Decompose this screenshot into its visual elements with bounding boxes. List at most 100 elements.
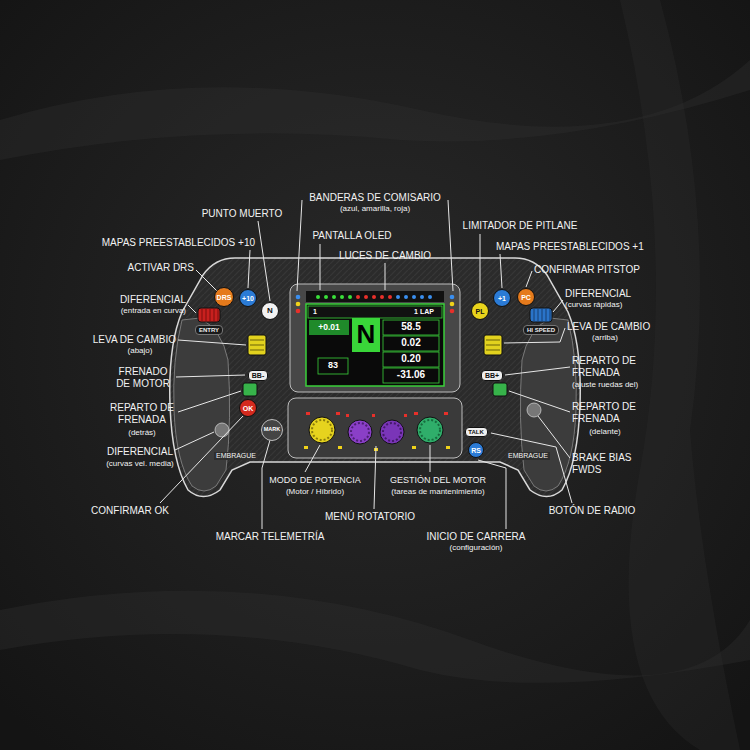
leader-line [176, 375, 245, 377]
callout-note: (tareas de mantenimiento) [391, 487, 484, 497]
callout-label: INICIO DE CARRERA [427, 531, 526, 543]
race-start-button: RS [468, 442, 484, 458]
callout-label: MAPAS PREESTABLECIDOS +10 [102, 237, 255, 249]
leader-line [509, 391, 570, 412]
flag-light [296, 302, 301, 307]
knob-tag: HI SPEED [523, 325, 559, 335]
flag-light [296, 309, 301, 314]
leader-line [448, 200, 453, 291]
callout-label: ACTIVAR DRS [128, 262, 195, 274]
button-text: +1 [498, 295, 506, 302]
callout-label: DIFERENCIAL [565, 288, 631, 300]
engine-brake-button [243, 383, 257, 396]
button-text: HI SPEED [527, 327, 555, 333]
callout-label: CONFIRMAR PITSTOP [534, 264, 640, 276]
ok-button: OK [239, 399, 257, 417]
screen-cell [383, 352, 439, 367]
brake-balance-button [493, 383, 507, 396]
clutch-label: EMBRAGUE [214, 452, 258, 460]
leader-line [374, 446, 376, 509]
callout-label: MAPAS PREESTABLECIDOS +1 [496, 241, 644, 253]
shift-lights-blue [396, 295, 432, 299]
paddle-ridges [250, 340, 264, 350]
display-value: 0.02 [401, 338, 420, 348]
callout-label: DIFERENCIAL [107, 446, 173, 458]
callout-note: (azul, amarilla, roja) [340, 204, 410, 214]
display-value: 83 [328, 361, 338, 370]
preset-button: +1 [493, 289, 511, 307]
callout-label: LIMITADOR DE PITLANE [463, 220, 578, 232]
right-differential-knob [530, 308, 552, 322]
callout-label: LEVA DE CAMBIO [567, 321, 650, 333]
callout-label: MODO DE POTENCIA [269, 475, 361, 486]
leader-line [553, 300, 563, 312]
oled-screen [306, 304, 444, 386]
preset-button: +10 [239, 289, 257, 307]
shift-lights-red [356, 295, 392, 299]
button-text: RS [471, 447, 481, 454]
callout-label: GESTIÓN DEL MOTOR [390, 475, 486, 486]
display-value: 0.20 [401, 354, 420, 364]
dial-marks [306, 412, 448, 417]
brake-bias-button: BB+ [481, 370, 503, 381]
screen-header [308, 306, 442, 318]
button-text: N [267, 307, 273, 315]
button-text: PL [476, 308, 485, 315]
paddle-ridges [486, 340, 500, 350]
callout-label: LUCES DE CAMBIO [339, 250, 431, 262]
knob-tag: ENTRY [195, 325, 223, 335]
pitstop-button: PC [517, 288, 535, 306]
downshift-paddle [248, 335, 266, 355]
leader-line [491, 433, 572, 503]
rotary-menu-dial [348, 420, 372, 444]
callout-label: BANDERAS DE COMISARIO [309, 192, 441, 204]
button-text: +10 [242, 295, 254, 302]
knob-ridges [202, 309, 218, 321]
display-bezel [290, 284, 460, 392]
flag-light [296, 295, 301, 300]
engine-management-dial [417, 417, 443, 443]
leader-line [505, 367, 570, 375]
callout-label: REPARTO DE FRENADA [572, 401, 640, 425]
leader-line [188, 305, 196, 313]
screen-cell [309, 320, 349, 335]
display-value: 1 LAP [414, 308, 434, 315]
button-text: BB- [252, 372, 264, 379]
display-value: +0.01 [318, 323, 340, 332]
dial-marks [304, 446, 450, 451]
callout-label: PANTALLA OLED [312, 230, 391, 242]
display-value: -31.06 [397, 370, 425, 380]
leader-line [248, 250, 250, 288]
dial-knurl [351, 423, 369, 441]
callout-note: (curvas vel. media) [106, 459, 174, 469]
callout-note: (configuración) [450, 543, 503, 553]
shift-lights-green [316, 295, 352, 299]
rotary-menu-dial [380, 420, 404, 444]
leader-line [175, 432, 214, 450]
flag-light [450, 302, 455, 307]
button-text: DRS [217, 294, 232, 301]
callout-note: (detrás) [128, 428, 156, 438]
leader-line [305, 445, 320, 472]
screen-cell [318, 358, 348, 374]
callout-label: CONFIRMAR OK [91, 505, 169, 517]
rotary-panel [288, 398, 462, 458]
callout-note: (ajuste ruedas del) [572, 380, 638, 390]
leader-line [262, 440, 270, 529]
button-text: OK [243, 405, 254, 412]
callout-label: MENÚ ROTATORIO [325, 511, 415, 523]
button-text: PC [521, 294, 531, 301]
flag-light [450, 309, 455, 314]
clutch-label: EMBRAGUE [506, 452, 550, 460]
power-mode-dial [309, 417, 335, 443]
grip-rotary [527, 403, 541, 417]
dial-knurl [383, 423, 401, 441]
leader-line [178, 391, 241, 412]
callout-note: (curvas rápidas) [565, 300, 622, 310]
knob-ridges [534, 309, 550, 321]
callout-label: DIFERENCIAL [120, 294, 186, 306]
callout-note: (delante) [589, 427, 621, 437]
leader-line [258, 221, 270, 301]
